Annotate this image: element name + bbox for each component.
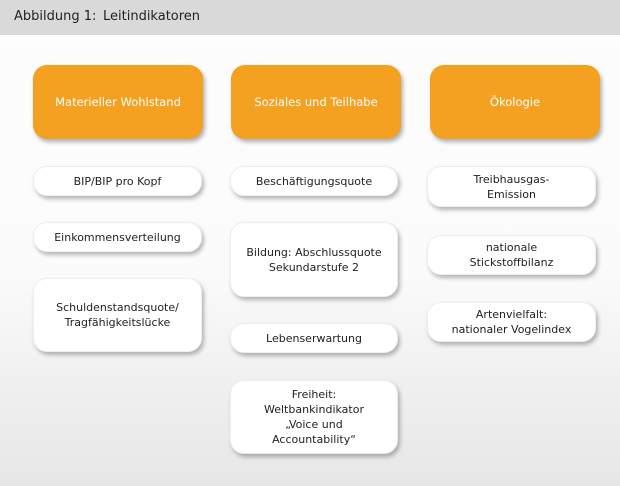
indicator-box: BIP/BIP pro Kopf <box>33 166 202 196</box>
indicator-box: Lebenserwartung <box>230 323 398 353</box>
category-oekologie: Ökologie <box>430 65 600 139</box>
indicator-box: Einkommensverteilung <box>33 222 202 252</box>
indicator-box: Artenvielfalt: nationaler Vogelindex <box>427 302 596 342</box>
indicator-box: Beschäftigungsquote <box>230 166 398 196</box>
indicator-box: Treibhausgas- Emission <box>427 166 596 207</box>
figure-label: Abbildung 1: <box>14 9 97 24</box>
indicator-box: Bildung: Abschlussquote Sekundarstufe 2 <box>230 222 398 297</box>
indicator-box: nationale Stickstoffbilanz <box>427 235 596 275</box>
header-bar: Abbildung 1: Leitindikatoren <box>0 0 620 35</box>
category-materieller-wohlstand: Materieller Wohlstand <box>33 65 203 139</box>
figure-title: Leitindikatoren <box>103 9 201 24</box>
category-soziales: Soziales und Teilhabe <box>231 65 401 139</box>
indicator-box: Freiheit: Weltbankindikator „Voice und A… <box>230 380 398 454</box>
indicator-box: Schuldenstandsquote/ Tragfähigkeitslücke <box>33 278 202 352</box>
